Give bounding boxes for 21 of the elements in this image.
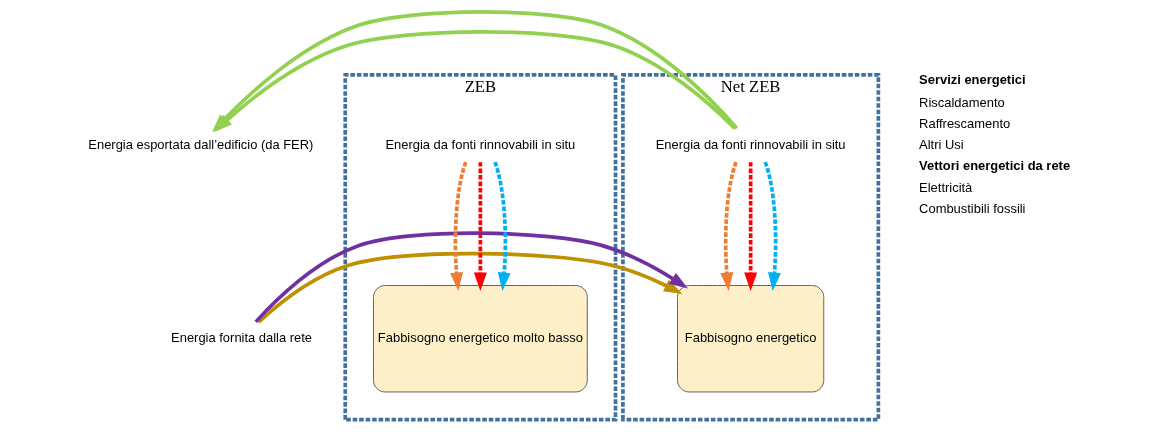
node-text: Energia da fonti rinnovabili in situ: [655, 136, 846, 152]
node-text: Energia da fonti rinnovabili in situ: [384, 136, 575, 152]
node-text: Energia fornita dalla rete: [170, 330, 312, 346]
node-box: Fabbisogno energetico: [676, 285, 824, 393]
arrow: [719, 161, 738, 292]
arrow: [473, 162, 487, 292]
legend-label: Combustibili fossili: [918, 201, 1026, 217]
legend-label: Altri Usi: [918, 137, 964, 153]
arrow: [253, 231, 688, 324]
legend-label: Elettricità: [918, 179, 972, 195]
label: Servizi energetici: [918, 72, 1026, 88]
arrow: [256, 251, 682, 324]
arrow: [449, 161, 468, 292]
legend-label: Riscaldamento: [918, 94, 1005, 110]
legend-label: Raffrescamento: [918, 115, 1010, 131]
arrow: [492, 161, 511, 292]
node-box: Fabbisogno energetico molto basso: [372, 285, 588, 393]
arrow: [763, 161, 781, 292]
node-text: Energia esportata dall’edificio (da FER): [87, 136, 313, 152]
label: Vettori energetici da rete: [918, 157, 1070, 173]
arrow: [743, 162, 757, 292]
